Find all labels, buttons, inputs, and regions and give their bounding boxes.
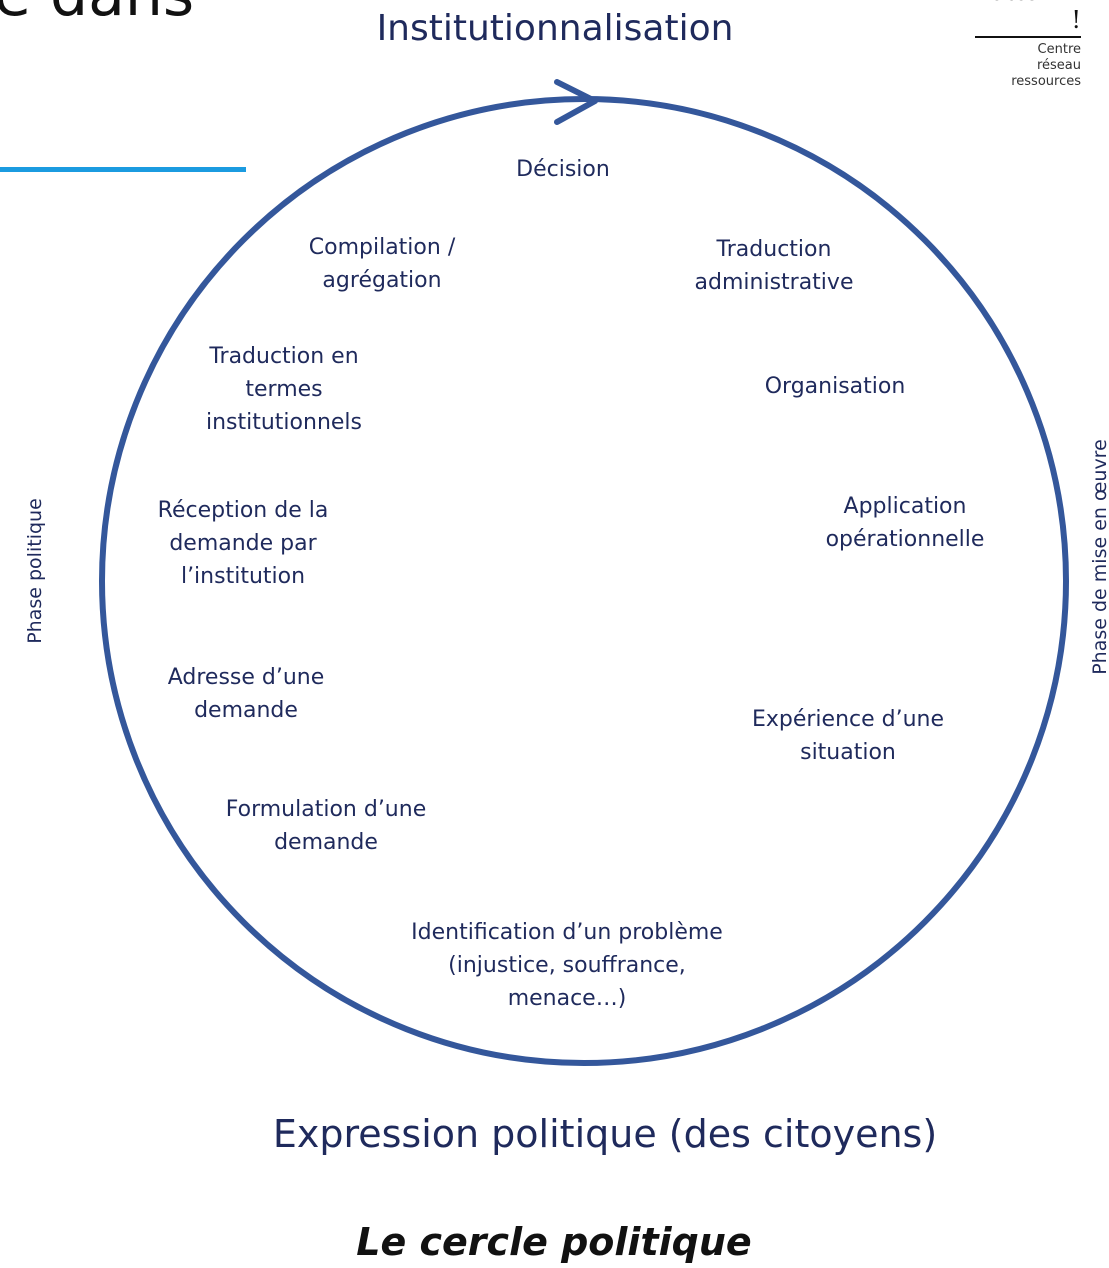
step-experience-situation: Expérience d’une situation: [751, 707, 945, 765]
logo-subtitle: Centre réseau ressources: [975, 42, 1081, 90]
step-adresse-demande: Adresse d’une demande: [167, 665, 325, 723]
step-reception-demande: Réception de la demande par l’institutio…: [157, 498, 329, 589]
cycle-circle: [99, 96, 1069, 1066]
diagram-caption: Le cercle politique: [356, 1220, 752, 1264]
step-compilation-agregation: Compilation / agrégation: [308, 235, 456, 293]
title-accent-line: [0, 167, 246, 172]
step-identification-probleme: Identification d’un problème (injustice,…: [411, 920, 723, 1011]
logo-line-2: réseau: [1036, 58, 1081, 73]
step-decision: Décision: [516, 157, 610, 182]
step-traduction-administrative: Traduction administrative: [694, 237, 854, 295]
step-traduction-institutionnelle: Traduction en termes institutionnels: [205, 344, 363, 435]
logo-line-3: ressources: [1011, 74, 1081, 89]
logo-line-1: Centre: [1037, 42, 1081, 57]
logo-word: atterrir !: [975, 0, 1081, 38]
slide-title-fragment: e dans: [0, 0, 194, 30]
step-application-operationnelle: Application opérationnelle: [825, 494, 985, 552]
step-organisation: Organisation: [764, 374, 906, 399]
top-label-institutionnalisation: Institutionnalisation: [376, 8, 734, 49]
cycle-arrowhead: [554, 79, 598, 125]
step-formulation-demande: Formulation d’une demande: [225, 797, 427, 855]
logo: atterrir ! Centre réseau ressources: [975, 0, 1081, 90]
bottom-label-expression-politique: Expression politique (des citoyens): [272, 1112, 938, 1156]
